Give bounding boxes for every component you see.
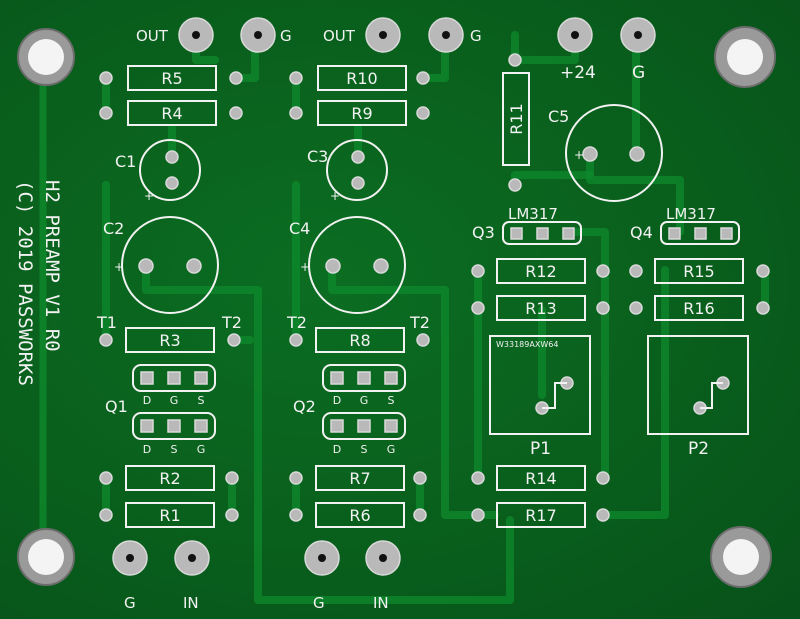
r7-label: R7 — [349, 469, 370, 488]
ch2-g-label: G — [470, 27, 482, 45]
c1-label: C1 — [115, 152, 136, 171]
jfet-footprints — [132, 364, 406, 440]
p2-label: P2 — [688, 439, 709, 459]
r5-label: R5 — [161, 69, 182, 88]
ch2-out-label: OUT — [323, 27, 356, 45]
capacitors — [121, 104, 663, 314]
q2-pin-d-top: D — [333, 394, 341, 407]
ch1-in-g-label: G — [124, 594, 136, 612]
q2-pin-s-bot: S — [361, 443, 368, 456]
resistor-outlines — [125, 65, 744, 528]
ch1-out-label: OUT — [136, 27, 169, 45]
ch2-in-g-label: G — [313, 594, 325, 612]
connector-pads — [112, 17, 656, 576]
q1-pin-g-bot: G — [197, 443, 206, 456]
supply-plus-label: +24 — [560, 63, 596, 83]
t2-label-ch1: T2 — [221, 313, 242, 332]
q1-pin-g-top: G — [170, 394, 179, 407]
q3-label: Q3 — [472, 223, 495, 242]
c2-label: C2 — [103, 219, 124, 238]
t1-label-ch1: T1 — [96, 313, 117, 332]
c3-label: C3 — [307, 147, 328, 166]
component-pads — [99, 53, 770, 522]
r8-label: R8 — [349, 331, 370, 350]
t2-label-ch2-right: T2 — [409, 313, 430, 332]
board-title: H2 PREAMP V1 R0 — [41, 180, 63, 352]
q2-pin-g-bot: G — [387, 443, 396, 456]
q1-label: Q1 — [105, 397, 128, 416]
q2-pin-d-bot: D — [333, 443, 341, 456]
q2-pin-g-top: G — [360, 394, 369, 407]
c5-label: C5 — [548, 107, 569, 126]
lm317-q3-label: LM317 — [508, 205, 558, 223]
ch1-in-label: IN — [183, 594, 199, 612]
c4-plus-mark: + — [300, 260, 310, 274]
c1-plus-mark: + — [144, 189, 154, 203]
p1-part-code: W33189AXW64 — [496, 340, 558, 349]
p1-label: P1 — [530, 439, 551, 459]
r1-label: R1 — [159, 506, 180, 525]
mounting-holes — [17, 26, 776, 588]
r17-label: R17 — [525, 506, 556, 525]
q1-pin-d-top: D — [143, 394, 151, 407]
c3-plus-mark: + — [330, 189, 340, 203]
ch2-in-label: IN — [373, 594, 389, 612]
supply-g-label: G — [632, 63, 645, 83]
q4-label: Q4 — [630, 223, 653, 242]
regulator-footprints — [502, 221, 740, 245]
r3-label: R3 — [159, 331, 180, 350]
lm317-q4-label: LM317 — [666, 205, 716, 223]
q1-pin-s-bot: S — [171, 443, 178, 456]
q1-pin-d-bot: D — [143, 443, 151, 456]
q2-label: Q2 — [293, 397, 316, 416]
ch1-g-label: G — [280, 27, 292, 45]
r10-label: R10 — [346, 69, 377, 88]
c4-label: C4 — [289, 219, 310, 238]
r15-label: R15 — [683, 262, 714, 281]
r4-label: R4 — [161, 104, 182, 123]
c5-plus-mark: + — [574, 148, 584, 162]
t2-label-ch2-left: T2 — [286, 313, 307, 332]
r13-label: R13 — [525, 299, 556, 318]
q2-pin-s-top: S — [388, 394, 395, 407]
r11-label: R11 — [507, 103, 526, 134]
r12-label: R12 — [525, 262, 556, 281]
r14-label: R14 — [525, 469, 556, 488]
board-copyright: (C) 2019 PASSWORKS — [14, 180, 36, 386]
trimpots — [489, 335, 749, 435]
r16-label: R16 — [683, 299, 714, 318]
r2-label: R2 — [159, 469, 180, 488]
r6-label: R6 — [349, 506, 370, 525]
q1-pin-s-top: S — [198, 394, 205, 407]
c2-plus-mark: + — [114, 260, 124, 274]
r9-label: R9 — [351, 104, 372, 123]
copper-traces — [102, 31, 769, 604]
